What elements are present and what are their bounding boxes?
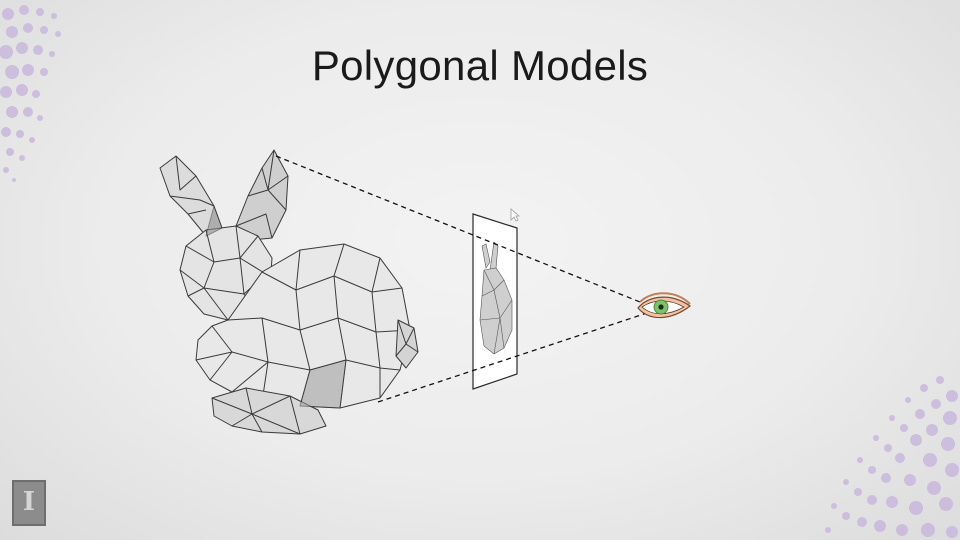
mouse-cursor-icon	[510, 208, 520, 222]
decorative-dots-bottom-right	[825, 376, 959, 538]
projection-lines	[275, 155, 651, 403]
logo-glyph: I	[22, 487, 36, 517]
slide-title: Polygonal Models	[311, 42, 649, 89]
projection-plane-icon	[472, 213, 518, 390]
university-logo-icon: I	[12, 480, 46, 526]
decorative-dots-top-left	[0, 5, 61, 182]
eye-icon	[637, 292, 692, 319]
bunny-mesh-icon	[159, 149, 419, 435]
